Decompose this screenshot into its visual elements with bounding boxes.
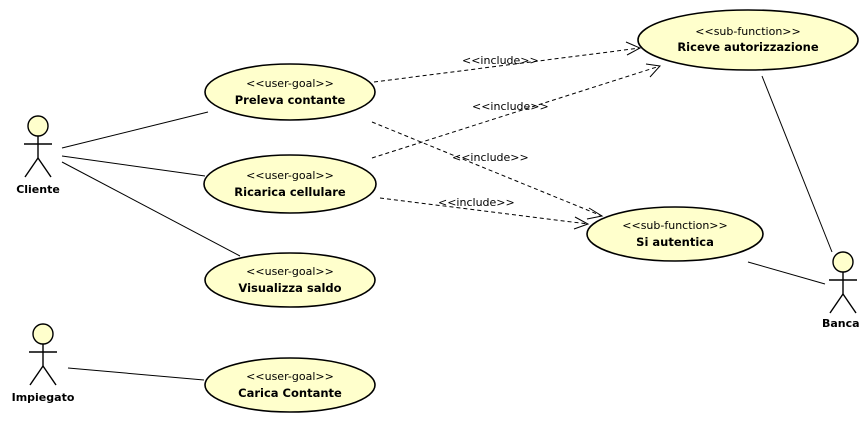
use-case-name: Riceve autorizzazione (677, 40, 819, 54)
use-case-ellipse (637, 9, 859, 71)
use-case-stereotype: <<user-goal>> (246, 169, 334, 182)
use-case-name: Preleva contante (235, 93, 346, 107)
actor-cliente[interactable]: Cliente (16, 115, 60, 196)
actor-impiegato[interactable]: Impiegato (12, 323, 75, 404)
include-arrowhead (586, 207, 604, 220)
include-arrowhead (573, 216, 590, 230)
use-case-name: Si autentica (636, 235, 714, 249)
actor-name: Impiegato (12, 391, 75, 404)
use-case-ellipse (204, 357, 376, 413)
use-case-visualizza-saldo[interactable]: <<user-goal>> Visualizza saldo (204, 252, 376, 308)
use-case-si-autentica[interactable]: <<sub-function>> Si autentica (586, 206, 764, 262)
stick-figure-icon (24, 115, 52, 178)
actor-name: Cliente (16, 183, 60, 196)
include-label-preleva-autentica: <<include>> (452, 151, 529, 164)
association-autorizzazione-banca (761, 75, 833, 253)
use-case-ricarica-cellulare[interactable]: <<user-goal>> Ricarica cellulare (203, 154, 377, 214)
association-cliente-visualizza (61, 161, 241, 257)
include-label-ricarica-autentica: <<include>> (438, 196, 515, 209)
stick-figure-icon (829, 251, 857, 314)
use-case-ellipse (204, 63, 376, 121)
include-relations: <<include>> <<include>> <<include>> <<in… (371, 41, 662, 230)
include-label-preleva-autorizzazione: <<include>> (462, 54, 539, 67)
use-case-stereotype: <<sub-function>> (622, 219, 727, 232)
use-case-name: Ricarica cellulare (234, 185, 346, 199)
association-autentica-banca (747, 261, 826, 285)
use-case-ellipse (586, 206, 764, 262)
use-case-riceve-autorizzazione[interactable]: <<sub-function>> Riceve autorizzazione (637, 9, 859, 71)
use-case-ellipse (204, 252, 376, 308)
include-ricarica-autorizzazione (371, 65, 661, 159)
include-arrowhead (625, 41, 642, 56)
include-preleva-autorizzazione (373, 47, 641, 83)
use-case-name: Visualizza saldo (238, 281, 341, 295)
actor-name: Banca (822, 317, 859, 330)
use-case-stereotype: <<user-goal>> (246, 370, 334, 383)
association-impiegato-carica (67, 367, 205, 381)
associations (61, 75, 833, 381)
use-case-carica-contante[interactable]: <<user-goal>> Carica Contante (204, 357, 376, 413)
use-case-name: Carica Contante (238, 386, 342, 400)
use-case-ellipse (203, 154, 377, 214)
use-case-stereotype: <<user-goal>> (246, 77, 334, 90)
stick-figure-icon (29, 323, 57, 386)
use-case-preleva-contante[interactable]: <<user-goal>> Preleva contante (204, 63, 376, 121)
use-case-stereotype: <<sub-function>> (695, 25, 800, 38)
include-arrowhead (645, 63, 662, 78)
include-label-ricarica-autorizzazione: <<include>> (472, 100, 549, 113)
association-cliente-preleva (61, 111, 209, 149)
use-case-stereotype: <<user-goal>> (246, 265, 334, 278)
association-cliente-ricarica (61, 155, 206, 177)
actor-banca[interactable]: Banca (822, 251, 859, 330)
